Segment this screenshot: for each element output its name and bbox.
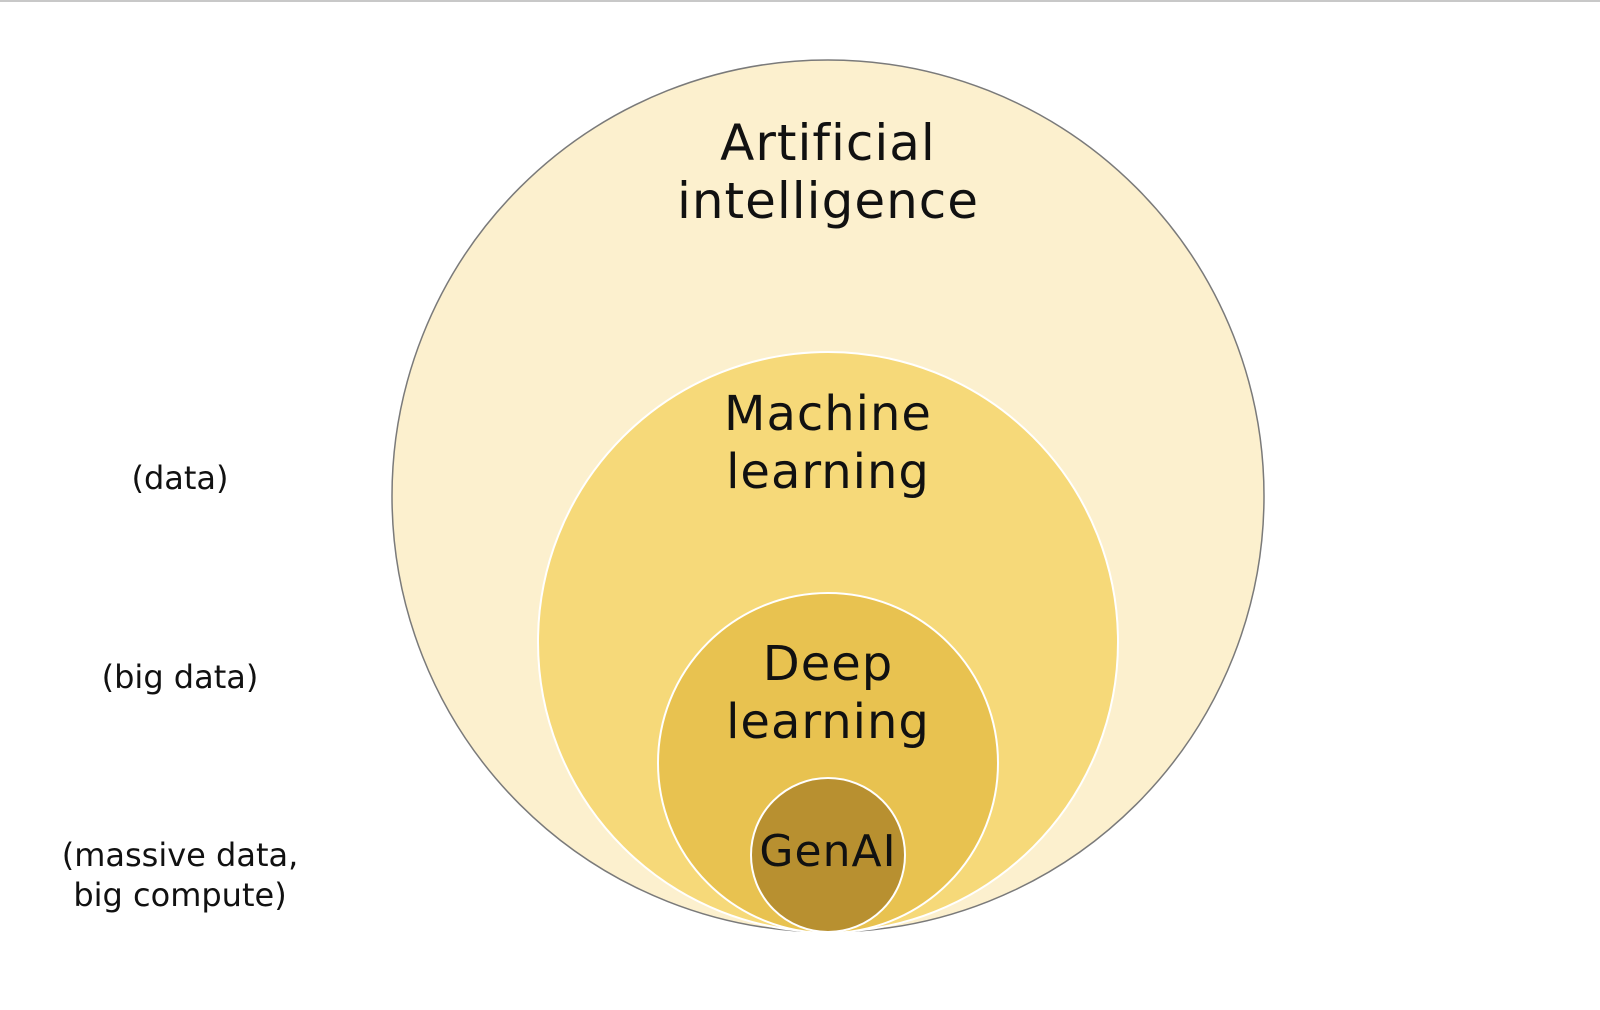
dl-label-line-2: learning bbox=[726, 694, 930, 750]
ai-label-line-2: intelligence bbox=[677, 172, 979, 230]
side-label-massive-data: (massive data, big compute) bbox=[61, 836, 299, 914]
ai-label-line-1: Artificial bbox=[720, 114, 936, 172]
dl-label-line-1: Deep bbox=[763, 636, 894, 692]
genai-circle-shape bbox=[750, 777, 906, 933]
side-label-data: (data) bbox=[131, 459, 229, 497]
genai-label: GenAI bbox=[759, 826, 896, 877]
circle-deep-learning: Deep learning bbox=[657, 592, 999, 934]
ml-label-line-2: learning bbox=[726, 444, 930, 500]
ml-label-line-1: Machine bbox=[724, 386, 932, 442]
top-divider bbox=[0, 0, 1600, 2]
side-label-big-data: (big data) bbox=[101, 658, 259, 696]
circle-genai: GenAI bbox=[750, 777, 906, 933]
